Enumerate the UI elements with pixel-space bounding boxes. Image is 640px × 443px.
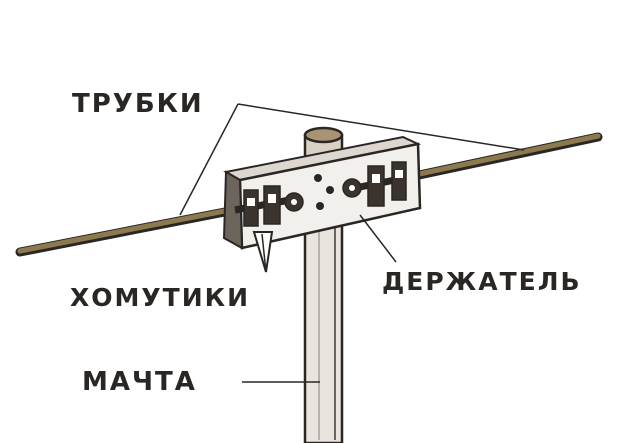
label-holder: ДЕРЖАТЕЛЬ [382,267,582,296]
label-mast: МАЧТА [82,367,197,397]
leader-tubes-right [237,103,525,151]
clamp-left-1 [243,189,259,227]
mast [303,203,344,443]
clamp-left-2 [263,185,281,225]
clamp-right-3 [391,161,407,201]
leader-lines [179,103,525,383]
label-tubes: ТРУБКИ [72,89,204,119]
label-clamps: ХОМУТИКИ [70,283,250,312]
clamp-right-2 [367,165,385,207]
tube-left [15,205,240,257]
leader-holder [359,214,397,263]
clamp-right-1 [342,178,362,198]
leader-tubes-left [179,103,239,216]
tube-right [400,132,603,183]
clamp-pointer [252,231,274,273]
clamp-left-3 [284,192,304,212]
center-bolts [314,174,334,210]
